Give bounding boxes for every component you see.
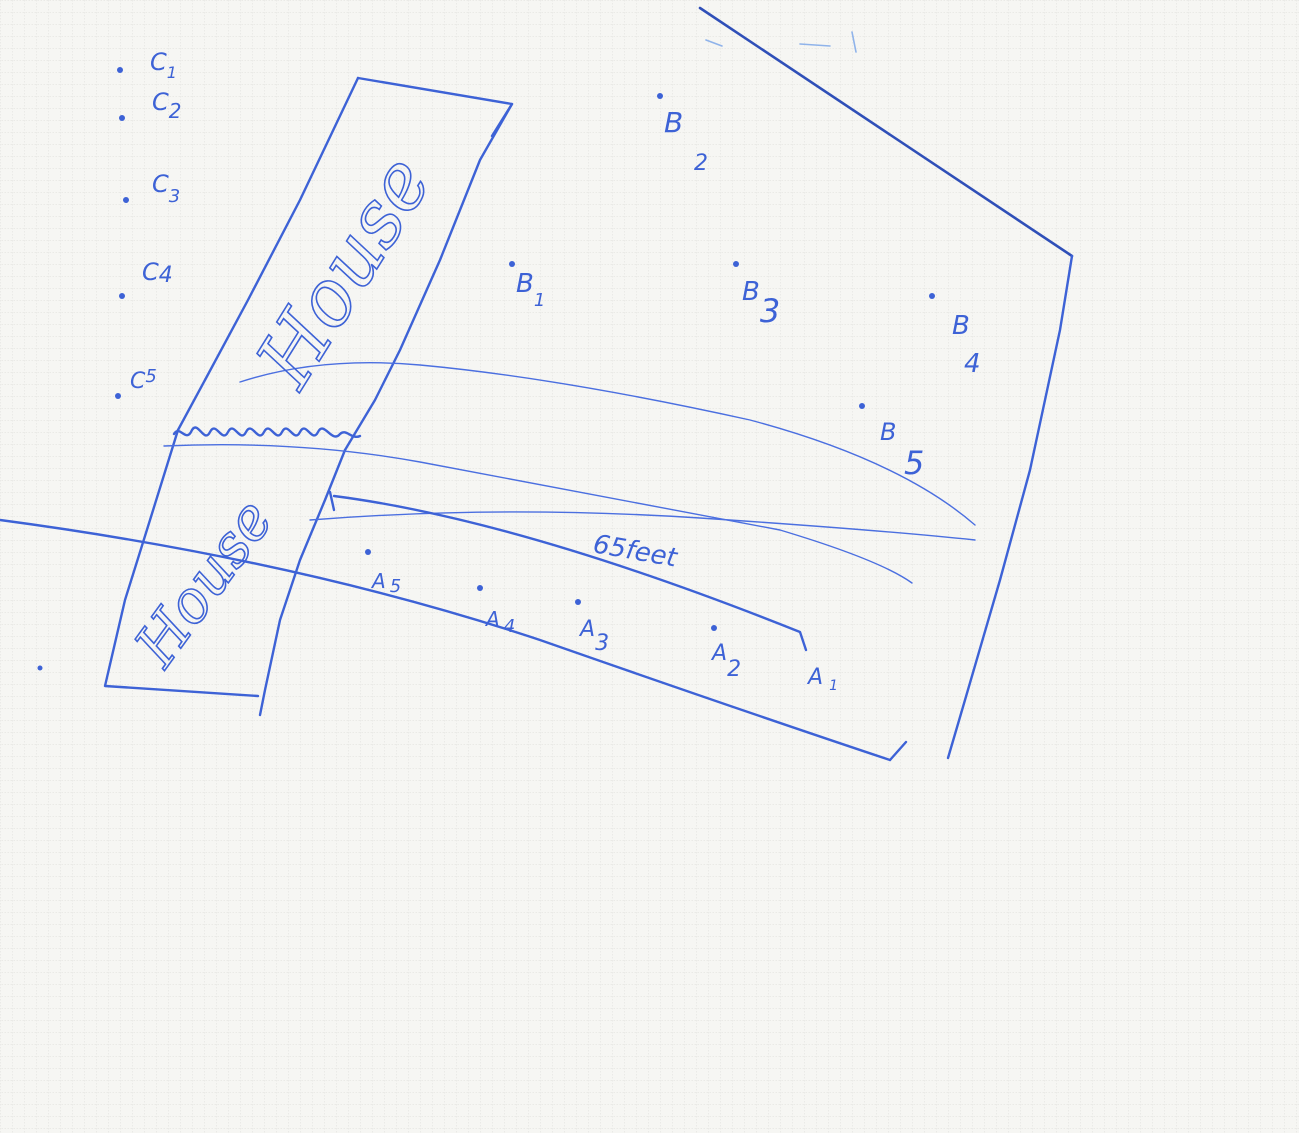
point-a4-dot	[477, 585, 483, 591]
point-b1-dot	[509, 261, 515, 267]
point-b2-dot	[657, 93, 663, 99]
point-c4-label: C4	[142, 258, 173, 288]
stray-dot	[38, 666, 43, 671]
point-c4-dot	[119, 293, 125, 299]
point-a2-dot	[711, 625, 717, 631]
point-c3-dot	[123, 197, 129, 203]
point-c2-dot	[119, 115, 125, 121]
point-b3-dot	[733, 261, 739, 267]
point-b4-dot	[929, 293, 935, 299]
point-b5-dot	[859, 403, 865, 409]
point-a3-dot	[575, 599, 581, 605]
point-a5-dot	[365, 549, 371, 555]
point-c1-dot	[117, 67, 123, 73]
point-c5-dot	[115, 393, 121, 399]
